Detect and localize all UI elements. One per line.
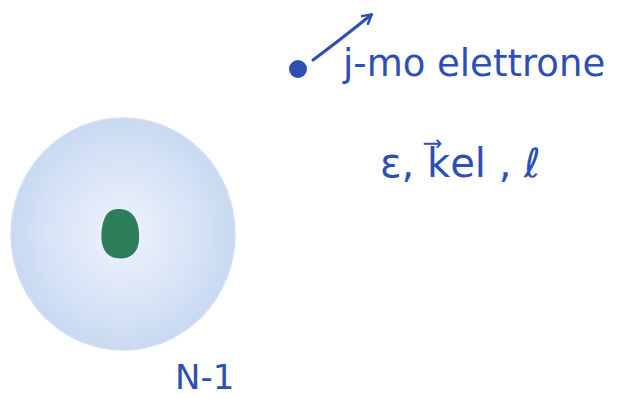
quantum-numbers: ε, k⃗el , ℓ (380, 140, 541, 186)
cloud-shape (10, 117, 236, 351)
atom-cloud: N-1 (10, 117, 236, 351)
nucleus (101, 209, 139, 259)
electron-label: j-mo elettrone (343, 42, 605, 85)
electron-dot (289, 60, 307, 78)
electron-count: N-1 (175, 357, 234, 397)
